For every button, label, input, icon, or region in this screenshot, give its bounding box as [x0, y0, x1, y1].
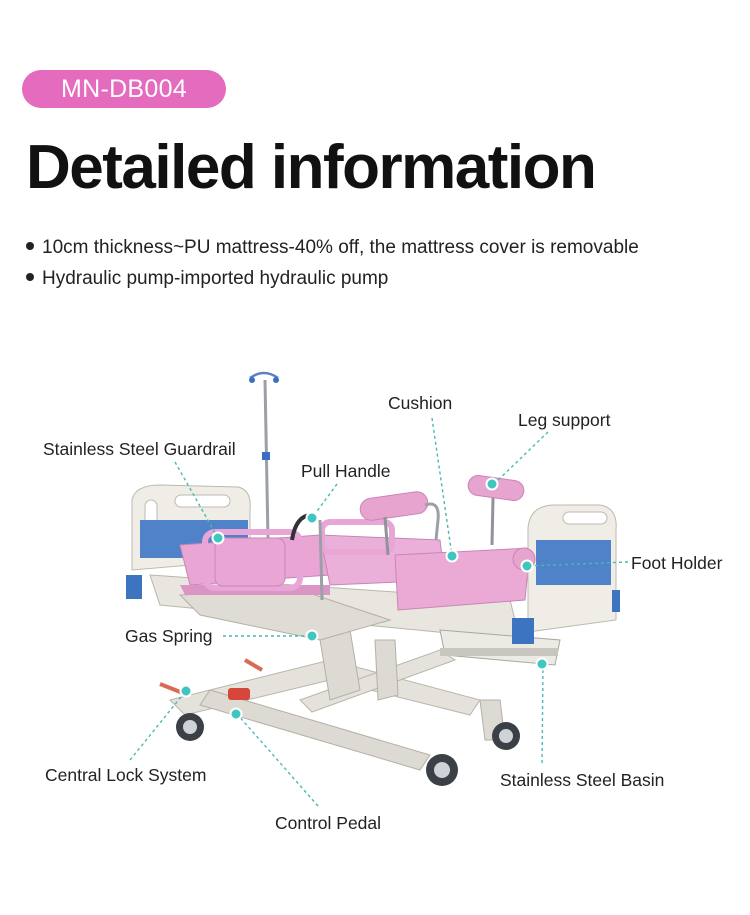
foot-board [512, 504, 620, 644]
leg-supports [359, 474, 525, 556]
label-gas-spring: Gas Spring [125, 626, 213, 646]
marker-central-lock [179, 684, 193, 698]
caster-wheels [176, 713, 520, 786]
marker-pull-handle [305, 511, 319, 525]
label-central-lock: Central Lock System [45, 765, 207, 785]
callout-markers [179, 477, 549, 721]
label-basin: Stainless Steel Basin [500, 770, 665, 790]
page-title: Detailed information [26, 133, 597, 202]
marker-basin [535, 657, 549, 671]
iv-pole [249, 371, 279, 541]
bullet-icon [26, 241, 34, 250]
label-leg-support: Leg support [518, 410, 611, 430]
feature-list: 10cm thickness~PU mattress-40% off, the … [26, 232, 639, 294]
callout-lines [129, 417, 629, 807]
marker-foot-holder [520, 559, 534, 573]
label-pull-handle: Pull Handle [301, 461, 391, 481]
feature-item: Hydraulic pump-imported hydraulic pump [26, 263, 639, 294]
feature-item: 10cm thickness~PU mattress-40% off, the … [26, 232, 639, 263]
model-badge: MN-DB004 [22, 70, 226, 108]
marker-guardrail [211, 531, 225, 545]
label-cushion: Cushion [388, 393, 453, 413]
marker-cushion [445, 549, 459, 563]
feature-text: Hydraulic pump-imported hydraulic pump [42, 268, 389, 289]
feature-text: 10cm thickness~PU mattress-40% off, the … [42, 237, 639, 258]
label-guardrail: Stainless Steel Guardrail [43, 439, 236, 459]
marker-control-pedal [229, 707, 243, 721]
label-control-pedal: Control Pedal [275, 813, 382, 833]
guardrail [202, 519, 395, 591]
marker-gas-spring [305, 629, 319, 643]
bullet-icon [26, 272, 34, 281]
bed-base [159, 629, 506, 771]
marker-leg-support [485, 477, 499, 491]
label-foot-holder: Foot Holder [631, 553, 723, 573]
